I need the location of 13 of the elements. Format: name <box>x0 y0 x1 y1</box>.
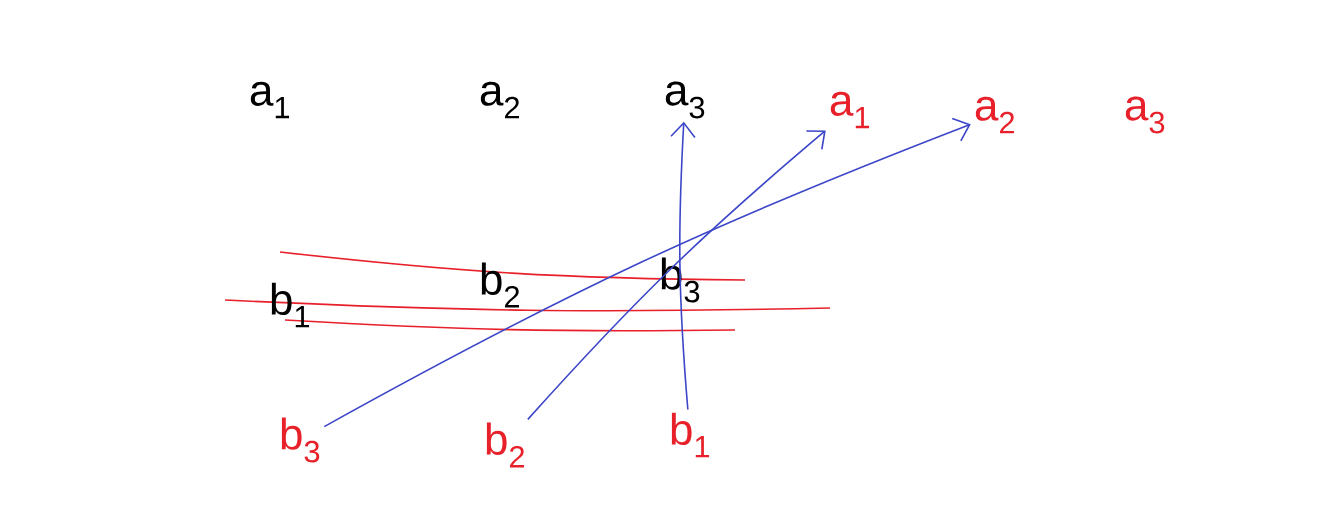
variable-label: a$_{2}$ <box>480 81 519 119</box>
variable-label: b$_{2}$ <box>481 262 519 308</box>
variable-label: a$_{1}$ <box>830 91 870 129</box>
variable-label: a$_{1}$ <box>250 81 290 119</box>
variable-label: a$_{3}$ <box>1125 96 1165 134</box>
arrow <box>323 117 971 428</box>
variable-label: b$_{3}$ <box>281 417 320 463</box>
variable-label: a$_{2}$ <box>975 96 1014 134</box>
variable-label: b$_{2}$ <box>486 422 524 468</box>
variable-label: b$_{1}$ <box>671 412 710 458</box>
arrow <box>527 130 826 421</box>
arrow <box>670 121 696 411</box>
variable-label: a$_{3}$ <box>665 81 705 119</box>
